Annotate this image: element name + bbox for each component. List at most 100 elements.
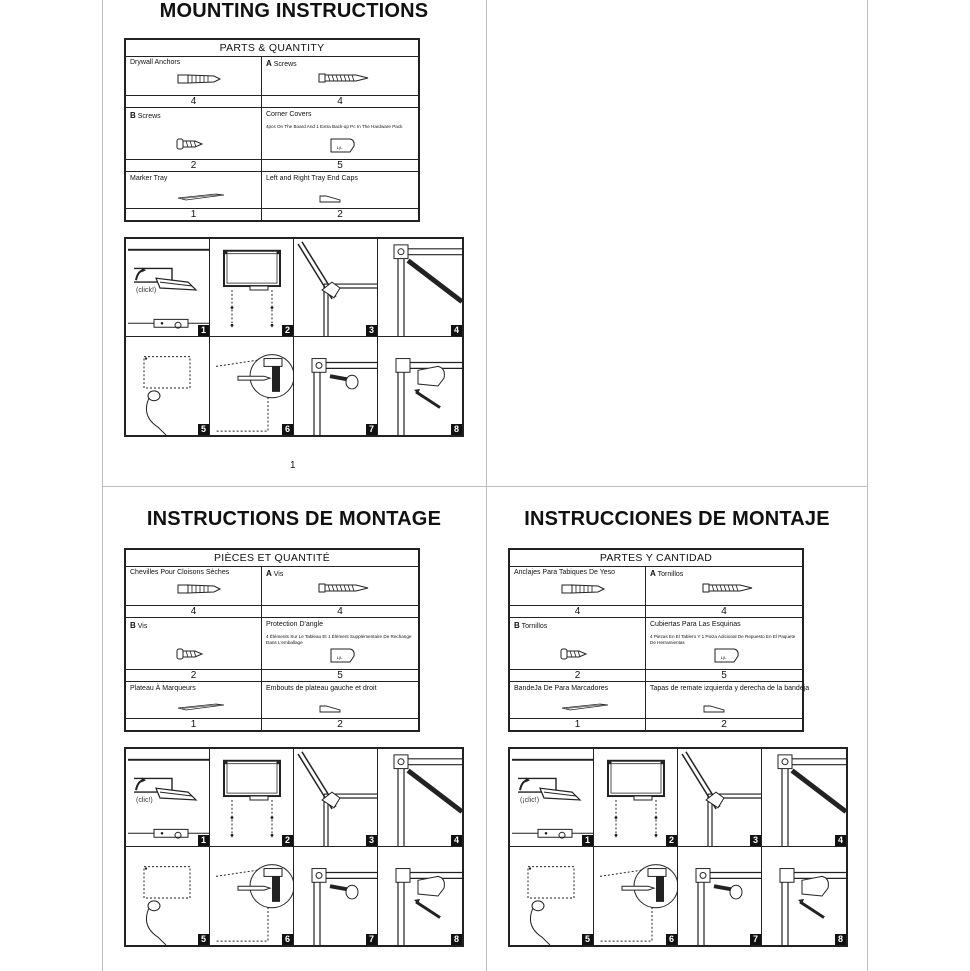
page-divider-left (102, 0, 103, 971)
part-name: Marker Tray (130, 175, 168, 182)
step-number: 2 (666, 835, 677, 846)
section-title-es: INSTRUCCIONES DE MONTAJE (524, 508, 830, 530)
part-name: Tornillos (657, 571, 684, 578)
part-quantity: 2 (510, 669, 645, 681)
parts-header: PIÈCES ET QUANTITÉ (126, 550, 418, 567)
step-panel-4: 4 (378, 239, 462, 337)
part-name: Corner Covers (266, 111, 312, 118)
step-number: 5 (582, 934, 593, 945)
step-number: 5 (198, 424, 209, 435)
part-quantity: 4 (646, 605, 802, 617)
step-panel-4: 4 (762, 749, 846, 847)
part-label: Embouts de plateau gauche et droit (266, 685, 377, 692)
step-panel-3: 3 (678, 749, 762, 847)
part-quantity: 4 (262, 605, 418, 617)
page-number: 1 (290, 460, 296, 471)
part-name: Screws (137, 113, 161, 120)
step-number: 8 (835, 934, 846, 945)
step-number: 8 (451, 424, 462, 435)
parts-cell: B Vis 2 (126, 618, 262, 682)
part-name: Tapas de remate izquierda y derecha de l… (650, 685, 810, 692)
part-prefix: B (130, 111, 136, 120)
page-divider-center (486, 0, 487, 971)
part-quantity: 2 (126, 669, 261, 681)
part-quantity: 4 (126, 605, 261, 617)
step-panel-7: 7 (678, 847, 762, 945)
step-number: 4 (451, 325, 462, 336)
step-panel-8: 8 (378, 337, 462, 435)
part-label: A Tornillos (650, 569, 683, 578)
step-number: 5 (198, 934, 209, 945)
step-panel-7: 7 (294, 337, 378, 435)
step-panel-6: 6 (210, 337, 294, 435)
part-quantity: 4 (262, 95, 418, 107)
click-label: (¡clic!) (520, 797, 540, 804)
part-label: B Vis (130, 621, 147, 630)
section-title-en: MOUNTING INSTRUCTIONS (159, 0, 429, 22)
step-number: 8 (451, 934, 462, 945)
part-quantity: 1 (510, 718, 645, 730)
step-number: 2 (282, 325, 293, 336)
step-panel-1: (clic!)1 (126, 749, 210, 847)
parts-cell: Drywall Anchors 4 (126, 56, 262, 108)
parts-header: PARTES Y CANTIDAD (510, 550, 802, 567)
parts-cell: A Vis 4 (262, 566, 418, 618)
part-label: B Screws (130, 111, 161, 120)
parts-cell: Plateau À Marqueurs 1 (126, 682, 262, 730)
step-panel-5: 5 (126, 847, 210, 945)
parts-cell: A Tornillos 4 (646, 566, 802, 618)
part-name: Cubiertas Para Las Esquinas (650, 621, 741, 628)
part-name: Plateau À Marqueurs (130, 685, 196, 692)
parts-cell: Anclajes Para Tabiques De Yeso 4 (510, 566, 646, 618)
step-panel-6: 6 (210, 847, 294, 945)
step-panel-8: 8 (762, 847, 846, 945)
part-quantity: 4 (510, 605, 645, 617)
part-label: A Vis (266, 569, 283, 578)
step-number: 1 (198, 325, 209, 336)
part-prefix: A (266, 59, 272, 68)
step-panel-7: 7 (294, 847, 378, 945)
click-label: (click!) (136, 287, 157, 294)
step-number: 7 (366, 424, 377, 435)
part-label: Corner Covers (266, 111, 312, 118)
part-name: Vis (137, 623, 148, 630)
part-label: Tapas de remate izquierda y derecha de l… (650, 685, 809, 692)
part-quantity: 4 (126, 95, 261, 107)
part-label: Chevilles Pour Cloisons Sèches (130, 569, 229, 576)
part-note: 4 Piezas En El Tablero Y 1 Pieza Adicion… (650, 634, 796, 645)
svg-text:L|L: L|L (721, 655, 727, 660)
part-label: Drywall Anchors (130, 59, 180, 66)
part-quantity: 2 (646, 718, 802, 730)
parts-cell: Protection D'angle 4 Éléments Sur Le Tabl… (262, 618, 418, 682)
step-number: 4 (451, 835, 462, 846)
step-panel-2: 2 (210, 239, 294, 337)
svg-text:L|L: L|L (337, 655, 343, 660)
step-panel-6: 6 (594, 847, 678, 945)
parts-header: PARTS & QUANTITY (126, 40, 418, 57)
part-label: Marker Tray (130, 175, 167, 182)
part-label: B Tornillos (514, 621, 547, 630)
step-number: 3 (750, 835, 761, 846)
part-quantity: 1 (126, 718, 261, 730)
step-number: 3 (366, 835, 377, 846)
part-name: Embouts de plateau gauche et droit (266, 685, 377, 692)
click-label: (clic!) (136, 797, 153, 804)
part-prefix: B (514, 621, 520, 630)
part-name: Anclajes Para Tabiques De Yeso (514, 569, 616, 576)
section-title-fr: INSTRUCTIONS DE MONTAGE (146, 508, 442, 530)
part-name: Protection D'angle (266, 621, 323, 628)
part-quantity: 5 (646, 669, 802, 681)
parts-cell: Chevilles Pour Cloisons Sèches 4 (126, 566, 262, 618)
step-panel-5: 5 (510, 847, 594, 945)
part-name: Left and Right Tray End Caps (266, 175, 358, 182)
part-note: 4 Éléments Sur Le Tableau Et 1 Élément S… (266, 634, 412, 645)
